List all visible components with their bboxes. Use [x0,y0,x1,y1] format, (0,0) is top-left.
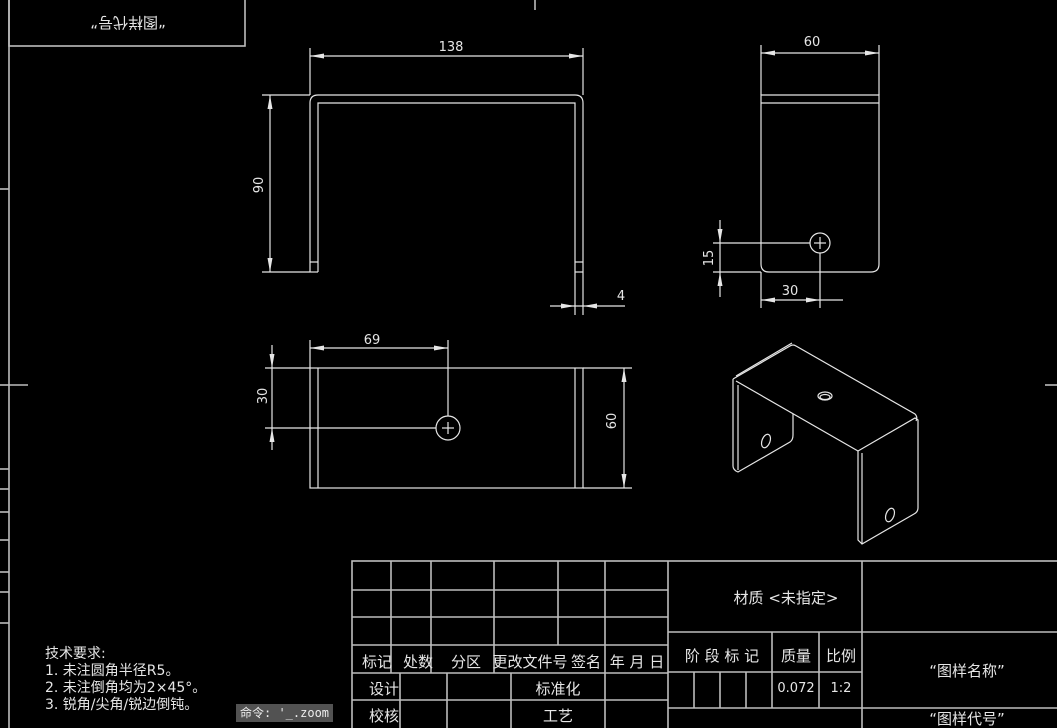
drawing-name: “图样名称” [929,662,1005,680]
isometric-view [732,342,919,545]
dim-60-top: 60 [605,413,620,430]
header-date: 年 月 日 [610,653,665,671]
tech-req-item: 2. 未注倒角均为2×45°。 [45,680,207,696]
label-design: 设计 [369,680,399,698]
mass-value: 0.072 [777,681,814,696]
dim-90: 90 [252,177,267,194]
dim-138: 138 [439,40,464,55]
dim-30-top: 30 [256,388,271,405]
scale-value: 1:2 [831,681,852,696]
dim-15: 15 [702,250,717,267]
header-zone: 分区 [451,653,481,671]
label-review: 校核 [369,707,399,725]
title-block [351,560,1057,728]
dim-60-side: 60 [804,35,821,50]
tech-req-title: 技术要求: [45,646,106,662]
label-standardization: 标准化 [535,680,580,698]
stage-mark-label: 阶 段 标 记 [685,647,759,665]
top-left-drawing-code: “图样代号” [90,14,166,32]
side-view [713,45,880,308]
tech-req-item: 1. 未注圆角半径R5。 [45,663,180,679]
header-signature: 签名 [571,653,601,671]
header-count: 处数 [403,653,433,671]
command-line[interactable]: 命令: '_.zoom [236,704,334,722]
front-view [262,48,625,315]
header-mark: 标记 [362,653,392,671]
dim-4: 4 [617,289,625,304]
mass-label: 质量 [781,647,811,665]
technical-requirements: 技术要求: 1. 未注圆角半径R5。 2. 未注倒角均为2×45°。 3. 锐角… [45,646,206,714]
dim-69: 69 [364,333,381,348]
dim-30-side: 30 [782,284,799,299]
top-view [265,340,632,489]
scale-label: 比例 [826,647,856,665]
drawing-code: “图样代号” [929,710,1005,728]
header-change-doc: 更改文件号 [492,653,567,671]
label-process: 工艺 [543,707,573,725]
tech-req-item: 3. 锐角/尖角/锐边倒钝。 [45,697,199,713]
material-label: 材质 <未指定> [734,589,839,607]
